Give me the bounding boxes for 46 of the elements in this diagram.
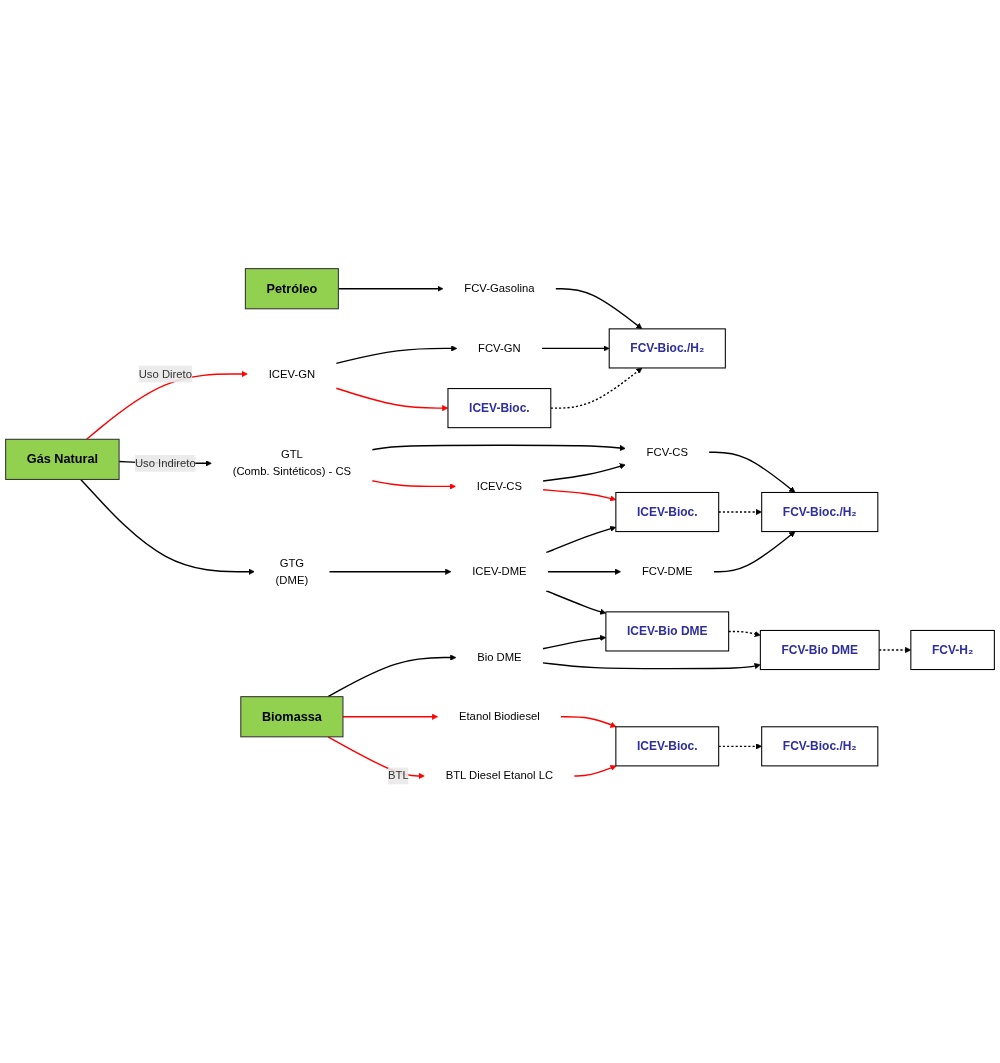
arrow: [713, 531, 796, 573]
node-text: ICEV-GN: [268, 367, 316, 380]
node-text: BTL Diesel Etanol LC: [445, 769, 554, 782]
node-box: ICEV-Bioc.: [615, 491, 720, 532]
node-text: GTG (DME): [275, 556, 309, 586]
node-text: ICEV-DME: [472, 565, 527, 578]
node-text: FCV-CS: [646, 445, 688, 458]
arrow: [328, 568, 452, 575]
node-text: GTL (Comb. Sintéticos) - CS: [232, 448, 352, 478]
node-box: Gás Natural: [5, 438, 120, 480]
arrow: [573, 764, 617, 777]
node-box: FCV-Bioc./H₂: [761, 725, 879, 767]
arrow: [327, 735, 425, 779]
node-box: ICEV-Bio DME: [605, 611, 730, 652]
node-text: Bio DME: [477, 650, 522, 663]
arrow: [342, 713, 439, 720]
node-box: Biomassa: [240, 695, 344, 738]
arrow: [541, 345, 610, 352]
node-box: FCV-Bioc./H₂: [608, 328, 726, 369]
edge-label: BTL: [388, 769, 409, 782]
arrow: [371, 444, 626, 451]
arrow: [542, 463, 626, 482]
node-box: ICEV-Bioc.: [447, 387, 552, 428]
arrow: [80, 478, 255, 575]
node-box: FCV-Bio DME: [759, 629, 880, 670]
node-box: ICEV-Bioc.: [615, 725, 720, 767]
arrow: [542, 661, 761, 669]
edge-label: Uso Direto: [138, 367, 192, 380]
node-text: ICEV-CS: [476, 479, 522, 492]
arrow: [327, 654, 457, 698]
arrow: [547, 568, 622, 575]
arrow: [560, 715, 617, 728]
arrow: [85, 370, 248, 440]
node-box: Petróleo: [244, 267, 339, 309]
node-text: FCV-DME: [641, 565, 693, 578]
edge-label: Uso Indireto: [134, 456, 196, 469]
node-box: FCV-Bioc./H₂: [761, 491, 879, 532]
node-text: Etanol Biodiesel: [458, 710, 540, 723]
node-text: FCV-GN: [478, 341, 521, 354]
arrow: [335, 345, 458, 364]
node-text: FCV-Gasolina: [464, 282, 535, 295]
arrow: [554, 287, 643, 329]
node-box: FCV-H₂: [910, 629, 995, 670]
arrow: [371, 479, 456, 490]
arrow: [708, 451, 796, 493]
arrow: [545, 589, 607, 615]
